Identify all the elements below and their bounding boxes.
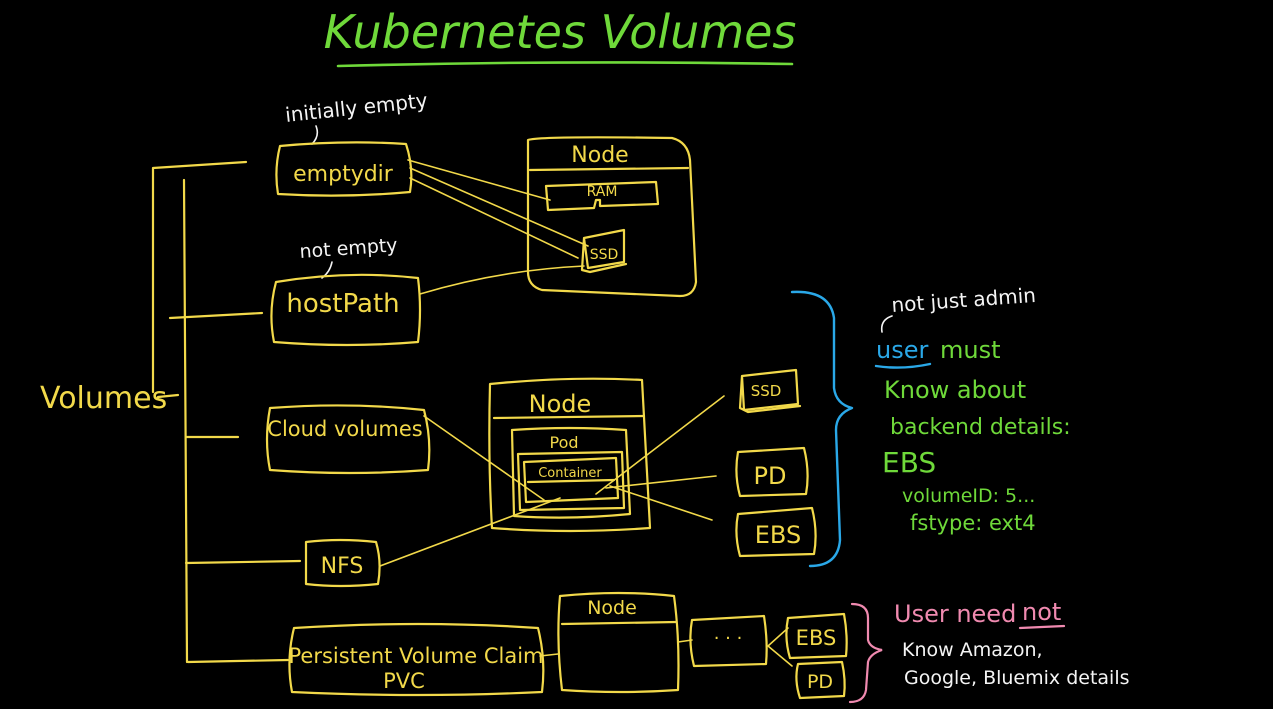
cloud-note-volume-id: volumeID: 5... [902,485,1035,507]
node-top-box [526,136,698,298]
cloud-volumes-label: Cloud volumes [267,417,422,441]
ssd-backend-drive [738,368,802,414]
cloud-note-know: Know about [884,376,1026,404]
node-top-divider [528,166,690,172]
pod-label: Pod [549,433,578,452]
pvc-note-not-underline [1018,624,1066,630]
cloud-note-backend: backend details: [890,415,1071,440]
link-nfs-container [379,497,561,567]
branch-hostpath [168,311,264,320]
cloud-note-ebs: EBS [882,446,936,479]
node-mid-label: Node [529,390,592,418]
ebs-bottom-box [785,612,848,660]
node-bottom-box [557,591,680,694]
emptydir-box [275,141,413,197]
link-emptydir-ram [407,159,551,201]
cloud-note-must: must [940,336,1001,364]
root-connector [156,393,180,399]
nfs-box [304,538,381,588]
link-ellipsis-backends [766,627,793,667]
pvc-label-line1: Persistent Volume Claim [289,644,544,668]
ebs-backend-box [735,506,817,558]
pvc-note-google: Google, Bluemix details [904,667,1130,689]
pd-backend-label: PD [754,462,787,490]
ebs-bottom-label: EBS [796,626,837,650]
pod-box [510,426,632,519]
pvc-note-amazon: Know Amazon, [902,639,1043,661]
pvc-brace [848,602,883,704]
ebs-backend-label: EBS [755,521,801,549]
cloud-volumes-box [265,404,431,475]
pvc-box [288,622,545,697]
ssd-top-drive [580,228,628,274]
link-emptydir-ssd [409,167,589,247]
pd-backend-box [735,446,809,498]
volumes-label: Volumes [40,381,167,416]
cloud-brace [790,290,854,568]
diagram-title: Kubernetes Volumes [324,5,797,59]
link-emptydir-ssd-2 [409,177,579,259]
nfs-label: NFS [321,554,364,579]
ram-label: RAM [587,184,618,200]
emptydir-note-pointer [311,125,319,145]
pvc-note-not: not [1022,598,1061,626]
node-bottom-divider [560,620,678,626]
link-ebs-container [609,485,713,521]
emptydir-note: initially empty [284,88,429,127]
pd-bottom-label: PD [807,671,833,693]
pvc-note-user-need: User need [894,600,1016,628]
title-underline [336,61,794,68]
cloud-note-user-underline [874,362,932,369]
node-mid-divider [492,414,646,420]
emptydir-label: emptydir [293,162,394,187]
ellipsis-box [689,614,768,668]
link-hostpath-ssd [419,265,585,295]
node-mid-box [488,377,652,533]
pod-inner-border [516,450,626,512]
link-pvc-node [539,653,559,657]
hostpath-box [270,273,422,347]
ssd-top-label: SSD [590,247,619,263]
pvc-label-line2: PVC [383,669,425,693]
link-cloud-container [423,415,545,501]
link-pd-container [605,475,717,489]
cloud-note-fstype: fstype: ext4 [910,511,1036,535]
node-top-label: Node [571,143,628,168]
container-box [522,456,620,504]
hostpath-note: not empty [299,234,398,263]
root-bracket-top [151,160,248,394]
ram-box [544,180,660,212]
branch-nfs [184,559,302,565]
cloud-note-pointer [880,315,893,333]
ssd-backend-label: SSD [751,382,782,400]
container-label: Container [538,466,602,481]
root-bracket-spine [182,178,189,664]
ellipsis-label: · · · [714,628,743,649]
container-divider [526,478,616,484]
pd-bottom-box [795,660,846,700]
link-ssd-container [595,395,725,495]
hostpath-label: hostPath [286,289,399,319]
cloud-note-user: user [876,336,928,364]
cloud-note-admin: not just admin [891,283,1037,317]
node-bottom-label: Node [587,597,637,619]
branch-pvc [186,658,290,664]
